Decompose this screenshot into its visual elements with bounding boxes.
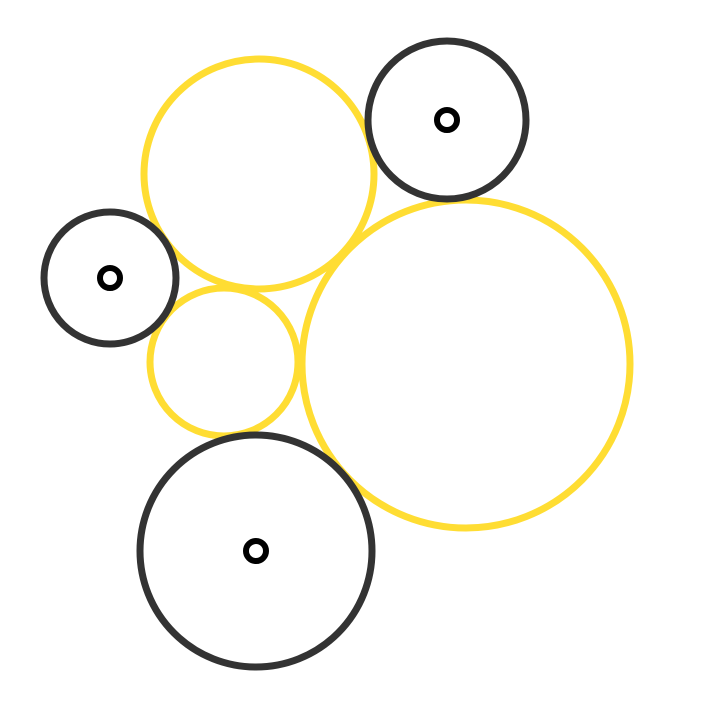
dark-circle-bottom <box>136 431 376 671</box>
yellow-circle-top <box>140 55 378 293</box>
dark-circle-top-right <box>364 37 530 203</box>
center-marker-top-right <box>434 107 460 133</box>
dark-circle-left <box>40 208 180 348</box>
center-marker-left <box>97 265 123 291</box>
center-marker-bottom <box>243 538 269 564</box>
